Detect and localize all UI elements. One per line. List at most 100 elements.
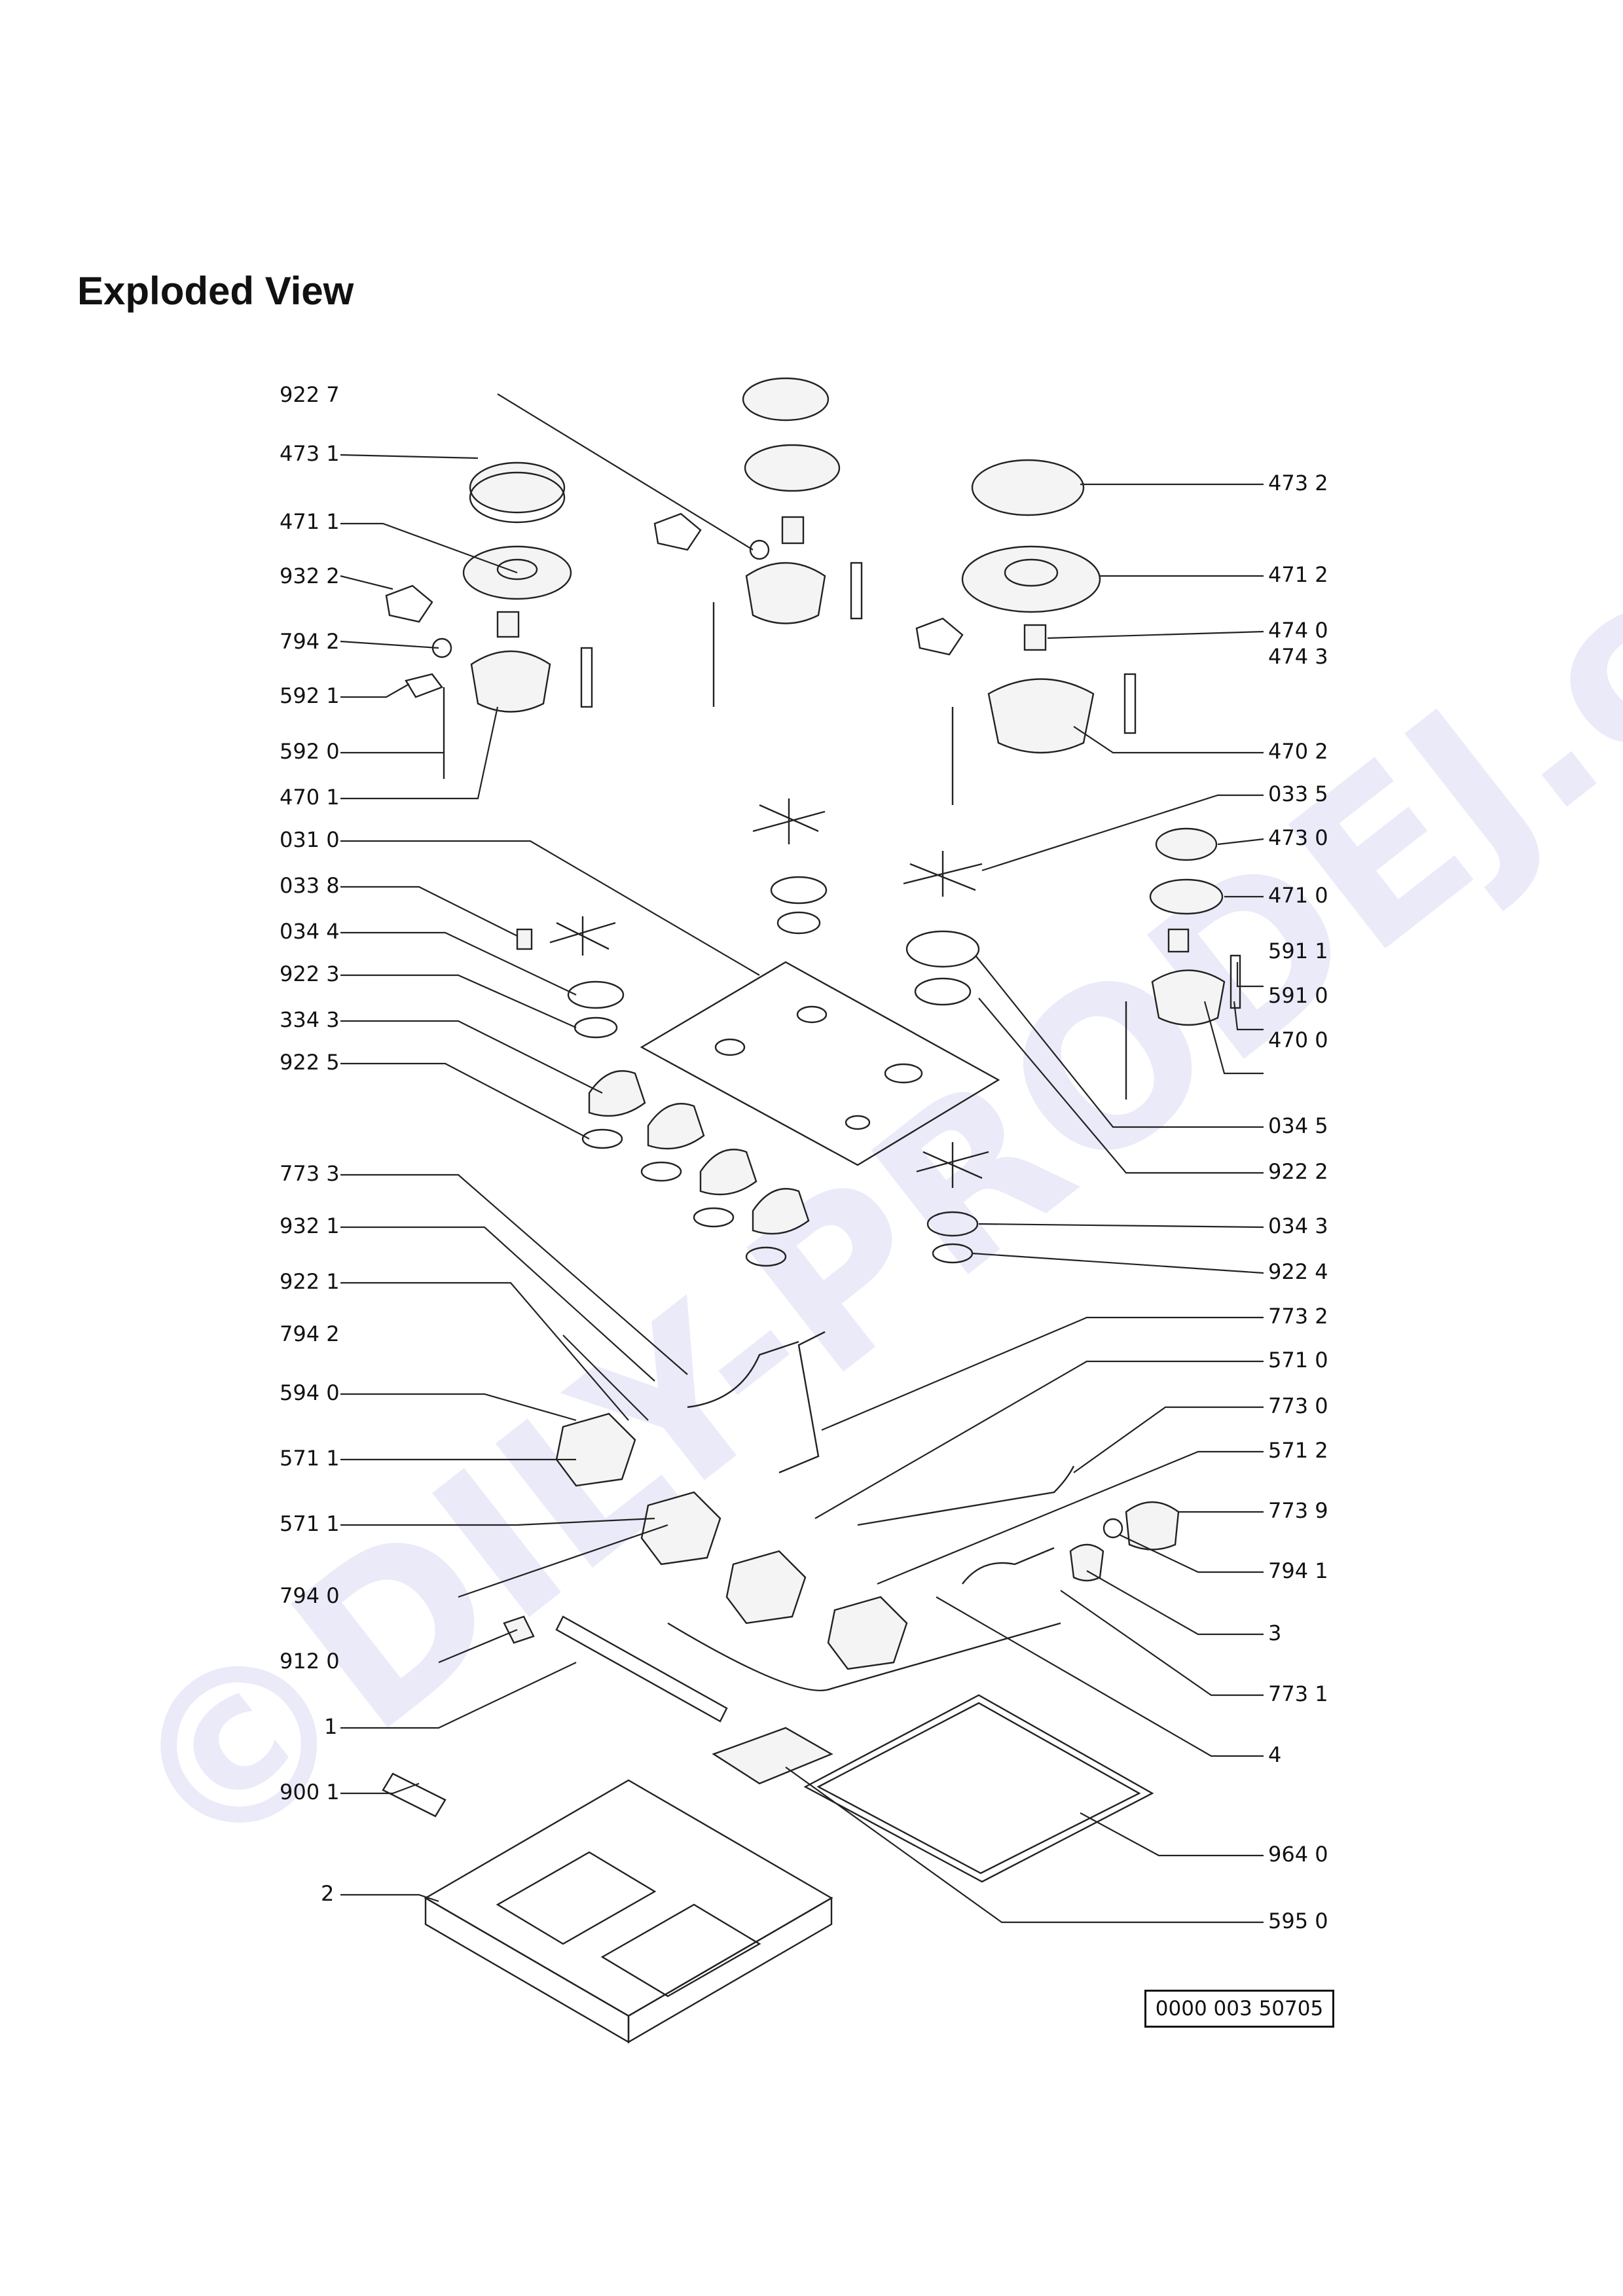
label-right-15: 922 4 [1268, 1259, 1328, 1284]
hob-gasket [803, 1694, 1154, 1883]
base-tray-front [424, 1896, 630, 2044]
ring-left [567, 980, 625, 1009]
label-left-7: 592 0 [280, 739, 340, 764]
label-right-25: 964 0 [1268, 1842, 1328, 1867]
spark-plug-right [1123, 673, 1137, 734]
label-right-21: 794 1 [1268, 1558, 1328, 1583]
gas-valve-2 [640, 1491, 721, 1566]
base-tray-top [424, 1779, 833, 2017]
label-left-2: 473 1 [280, 441, 340, 466]
pan-support-front [916, 1142, 989, 1188]
label-left-5: 794 2 [280, 629, 340, 654]
flame-spreader-right-core [1004, 558, 1059, 587]
label-right-26: 595 0 [1268, 1909, 1328, 1933]
burner-cap-small [1155, 827, 1218, 861]
label-left-25: 900 1 [280, 1780, 340, 1804]
knob-bezel-1 [581, 1128, 623, 1149]
label-left-6: 592 1 [280, 683, 340, 708]
knob-bezel-2 [640, 1161, 682, 1182]
page-title: Exploded View [77, 269, 354, 313]
label-right-7: 473 0 [1268, 825, 1328, 850]
ignition-module [712, 1727, 833, 1785]
gas-valve-3 [725, 1550, 807, 1624]
knob-1 [588, 1070, 646, 1117]
clip-left [385, 584, 433, 623]
label-left-15: 773 3 [280, 1161, 340, 1186]
gas-manifold [667, 1622, 1061, 1691]
seal-mid [776, 911, 821, 935]
label-right-13: 922 2 [1268, 1159, 1328, 1184]
spark-plug-left [580, 647, 593, 708]
burner-cap-mid [742, 377, 830, 422]
gas-pipe-2 [778, 1331, 826, 1474]
injector-mid [781, 516, 805, 545]
label-right-1: 473 2 [1268, 471, 1328, 495]
label-left-20: 571 1 [280, 1446, 340, 1471]
label-left-21: 571 1 [280, 1511, 340, 1536]
tray-panel-left [496, 1851, 657, 1945]
gas-pipe-4 [962, 1547, 1055, 1585]
document-number: 0000 003 50705 [1155, 1997, 1324, 2020]
label-right-3: 474 0 [1268, 618, 1328, 643]
label-left-24: 1 [324, 1714, 337, 1739]
knob-4 [752, 1188, 810, 1235]
labels-left: 922 7 473 1 471 1 932 2 794 2 592 1 592 … [280, 382, 340, 1906]
flame-spreader-left-core [496, 558, 538, 581]
label-right-8: 471 0 [1268, 883, 1328, 908]
flame-spreader-mid [744, 444, 841, 492]
burner-body-mid [745, 562, 826, 624]
gas-pipe-1 [687, 1340, 799, 1408]
label-left-13: 334 3 [280, 1007, 340, 1032]
label-right-6: 033 5 [1268, 781, 1328, 806]
hob-hole-2 [796, 1005, 828, 1024]
ignition-electrode-left [405, 673, 443, 698]
label-right-14: 034 3 [1268, 1213, 1328, 1238]
injector-small [1167, 928, 1190, 953]
ring-right [905, 930, 980, 968]
document-number-box: 0000 003 50705 [1144, 1990, 1334, 2028]
labels-right: 473 2 471 2 474 0 474 3 470 2 033 5 473 … [1268, 471, 1328, 1933]
knob-bezel-4 [745, 1246, 787, 1267]
label-left-12: 922 3 [280, 961, 340, 986]
label-right-17: 571 0 [1268, 1348, 1328, 1372]
manifold-nut [1069, 1543, 1104, 1582]
knob-2 [647, 1103, 705, 1150]
glass-hob-top [640, 961, 1000, 1166]
gas-pipe-3 [857, 1465, 1075, 1526]
label-left-1: 922 7 [280, 382, 340, 407]
hob-gasket-inner [816, 1702, 1141, 1874]
label-right-19: 571 2 [1268, 1438, 1328, 1463]
label-right-5: 470 2 [1268, 739, 1328, 764]
label-right-23: 773 1 [1268, 1681, 1328, 1706]
tray-panel-right [600, 1903, 761, 1998]
clip-mid [653, 512, 702, 551]
label-right-18: 773 0 [1268, 1393, 1328, 1418]
gas-inlet-elbow [1125, 1501, 1180, 1551]
label-right-2: 471 2 [1268, 562, 1328, 587]
gas-valve-4 [827, 1596, 908, 1670]
label-right-24: 4 [1268, 1742, 1281, 1767]
screw-912-0 [503, 1615, 535, 1644]
pan-support-right [903, 851, 983, 897]
label-left-18: 794 2 [280, 1321, 340, 1346]
label-right-11: 470 0 [1268, 1028, 1328, 1052]
hob-hole-3 [884, 1063, 923, 1084]
spark-plug-mid [850, 562, 863, 620]
label-left-16: 932 1 [280, 1213, 340, 1238]
gas-valve-1 [555, 1412, 636, 1487]
burner-body-small [1151, 969, 1226, 1026]
label-left-11: 034 4 [280, 919, 340, 944]
knob-bezel-3 [693, 1207, 735, 1228]
label-left-3: 471 1 [280, 509, 340, 534]
base-tray-side [627, 1896, 833, 2044]
seal-left [574, 1016, 618, 1039]
label-left-10: 033 8 [280, 873, 340, 898]
label-left-23: 912 0 [280, 1649, 340, 1674]
label-left-17: 922 1 [280, 1269, 340, 1294]
ring-mid [770, 876, 828, 905]
label-right-20: 773 9 [1268, 1498, 1328, 1523]
label-right-4: 474 3 [1268, 644, 1328, 669]
label-left-14: 922 5 [280, 1050, 340, 1075]
seal-right [914, 977, 972, 1006]
washer-mid [749, 539, 770, 560]
